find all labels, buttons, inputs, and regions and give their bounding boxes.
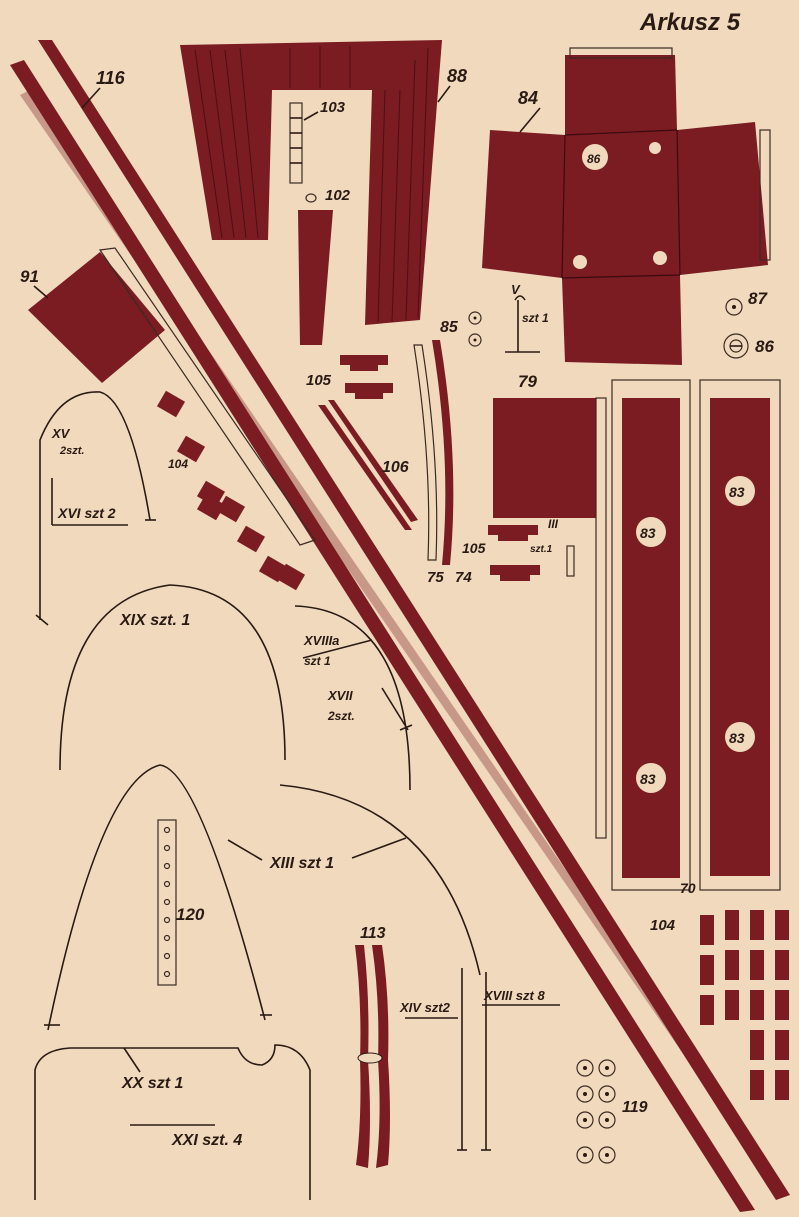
part-104-upper xyxy=(156,390,306,591)
part-tab-strip xyxy=(98,247,316,546)
part-88 xyxy=(180,40,442,325)
label-120: 120 xyxy=(176,905,205,924)
part-85 xyxy=(468,311,482,347)
label-87: 87 xyxy=(748,289,768,308)
part-XV-XVI xyxy=(35,391,156,626)
label-85: 85 xyxy=(440,319,459,336)
label-XVII-szt: 2szt. xyxy=(327,709,355,723)
label-XVIII: XVIIIa xyxy=(303,633,339,648)
label-84: 84 xyxy=(518,88,538,108)
leader-116 xyxy=(81,87,101,109)
part-116-strips xyxy=(10,40,790,1212)
label-86: 86 xyxy=(755,337,774,356)
leader-84 xyxy=(519,107,541,133)
part-83-left xyxy=(611,379,691,891)
label-XV: XV xyxy=(51,426,71,441)
part-III xyxy=(566,545,575,577)
label-XVIII-b: XVIII szt 8 xyxy=(483,988,545,1003)
part-87 xyxy=(725,298,743,316)
part-103 xyxy=(289,102,303,184)
label-XVI: XVI szt 2 xyxy=(57,505,116,521)
label-119: 119 xyxy=(622,1099,648,1116)
label-75: 75 xyxy=(427,569,444,586)
part-84 xyxy=(482,47,771,365)
label-XIII: XIII szt 1 xyxy=(269,855,334,872)
part-113 xyxy=(355,945,390,1168)
label-79: 79 xyxy=(518,372,537,391)
label-83-d: 83 xyxy=(729,730,745,746)
label-91: 91 xyxy=(20,267,39,286)
label-88: 88 xyxy=(447,66,467,86)
part-119 xyxy=(576,1059,616,1164)
leader-88 xyxy=(437,85,451,103)
label-XVIII-szt: szt 1 xyxy=(304,654,331,668)
part-83-right xyxy=(699,379,781,891)
label-83-a: 83 xyxy=(640,525,656,541)
label-V-szt: szt 1 xyxy=(522,311,549,325)
label-XXI: XXI szt. 4 xyxy=(171,1132,242,1149)
sheet-title: Arkusz 5 xyxy=(639,9,741,36)
part-V xyxy=(505,295,540,353)
label-105-top: 105 xyxy=(306,372,332,389)
label-106: 106 xyxy=(382,459,409,476)
part-XIX xyxy=(59,584,286,771)
label-86-hole: 86 xyxy=(587,152,601,166)
label-104-lower: 104 xyxy=(650,917,676,934)
part-105-top xyxy=(340,355,393,399)
part-75-74 xyxy=(413,340,454,565)
label-83-c: 83 xyxy=(729,484,745,500)
leader-103 xyxy=(303,111,319,121)
label-XX: XX szt 1 xyxy=(121,1075,183,1092)
label-74: 74 xyxy=(455,569,472,586)
part-XX xyxy=(34,1044,311,1200)
label-V: V xyxy=(511,282,521,297)
part-120 xyxy=(157,819,177,986)
part-91 xyxy=(28,252,165,383)
label-104-upper: 104 xyxy=(168,457,188,471)
part-XIV-XVIII-lines xyxy=(405,968,560,1151)
part-XVIII-XVII xyxy=(294,605,413,791)
part-79 xyxy=(493,397,607,839)
label-116: 116 xyxy=(96,68,126,88)
part-106 xyxy=(318,400,418,530)
label-103: 103 xyxy=(320,99,346,116)
leader-91 xyxy=(33,285,49,299)
label-III: III xyxy=(548,517,559,531)
label-105-lower: 105 xyxy=(462,540,486,556)
label-III-szt: szt.1 xyxy=(530,544,553,555)
part-105-lower xyxy=(488,525,540,581)
label-XV-szt: 2szt. xyxy=(59,445,84,457)
label-113: 113 xyxy=(360,925,386,942)
part-86 xyxy=(723,333,749,359)
label-102: 102 xyxy=(325,187,351,204)
label-83-b: 83 xyxy=(640,771,656,787)
label-70: 70 xyxy=(680,880,696,896)
part-102 xyxy=(298,193,333,345)
label-XIV: XIV szt2 xyxy=(399,1000,451,1015)
label-XIX: XIX szt. 1 xyxy=(119,612,190,629)
label-XVII: XVII xyxy=(327,688,353,703)
part-XIII xyxy=(44,764,481,1031)
part-104-lower xyxy=(700,910,789,1100)
